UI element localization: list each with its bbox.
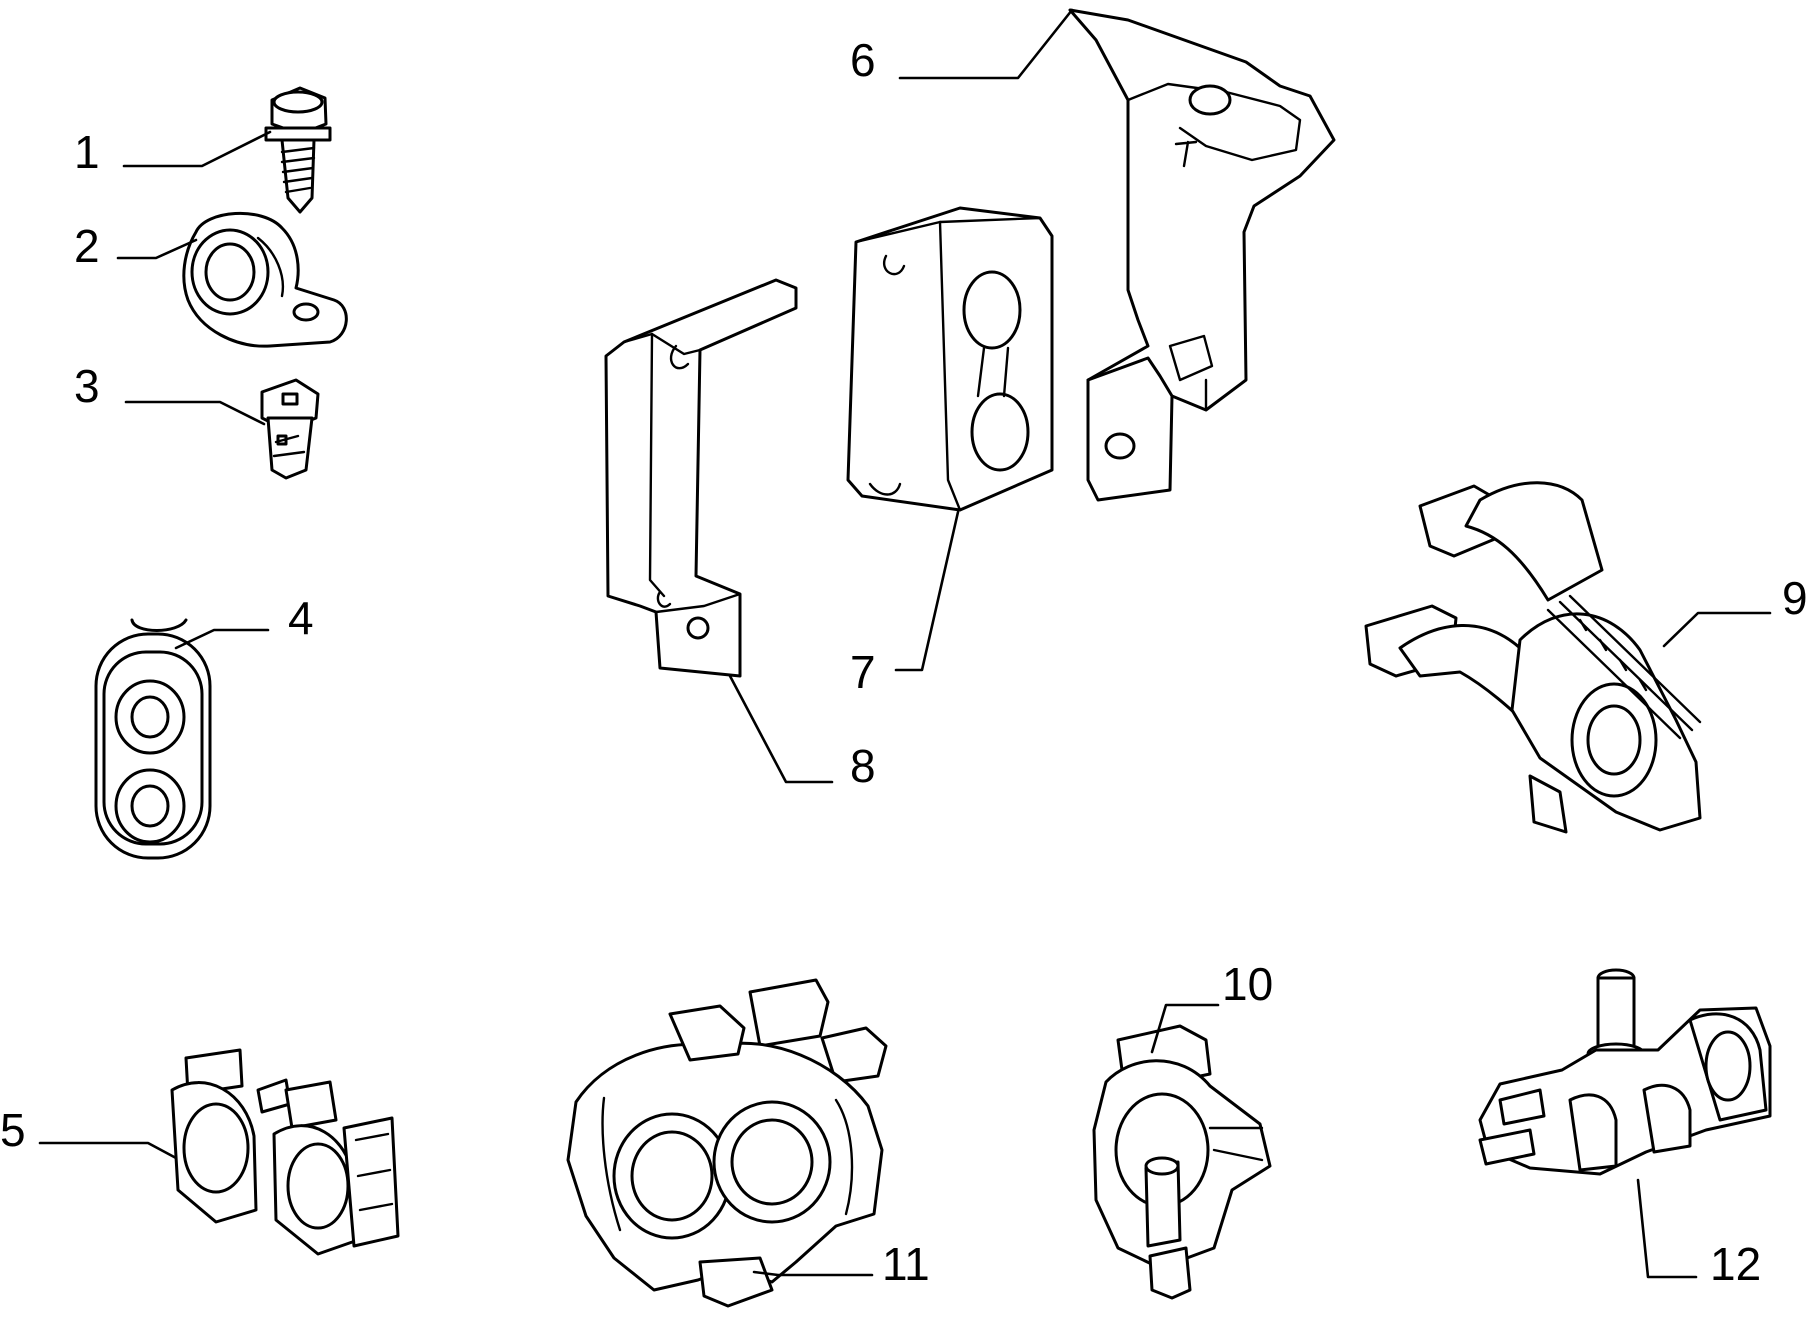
- callout-4: 4: [288, 592, 314, 644]
- leader-9: [1662, 611, 1772, 648]
- leader-8: [728, 674, 834, 784]
- part-5-double-clip: [170, 1048, 400, 1256]
- part-11-double-ring-clip: [566, 978, 888, 1308]
- leader-5: [38, 1141, 178, 1160]
- leader-12: [1636, 1178, 1698, 1279]
- leader-6: [898, 8, 1074, 80]
- leader-3: [124, 400, 266, 426]
- leader-2: [116, 238, 198, 260]
- callout-12: 12: [1710, 1238, 1761, 1290]
- leader-lines: [38, 8, 1772, 1279]
- callout-8: 8: [850, 740, 876, 792]
- part-9-large-clip: [1364, 481, 1702, 834]
- part-4-grommet: [94, 618, 212, 860]
- callout-11: 11: [882, 1238, 930, 1290]
- part-1-screw: [264, 86, 332, 214]
- callout-3: 3: [74, 360, 100, 412]
- leader-1: [122, 130, 272, 168]
- part-2-p-clip: [182, 211, 348, 348]
- part-8-c-bracket: [604, 278, 798, 678]
- callout-10: 10: [1222, 958, 1273, 1010]
- callout-1: 1: [74, 126, 100, 178]
- leader-4: [174, 628, 270, 650]
- leader-7: [894, 510, 960, 672]
- callout-9: 9: [1782, 572, 1808, 624]
- callout-labels: 1 2 3 4 5 6 7 8 9 10 11 12: [0, 34, 1808, 1290]
- part-12-pin-clip: [1478, 968, 1772, 1176]
- part-6-angle-bracket: [1068, 8, 1336, 502]
- part-7-rect-grommet: [846, 206, 1054, 512]
- callout-7: 7: [850, 646, 876, 698]
- part-3-clip-nut: [260, 378, 320, 480]
- leader-10: [1150, 1003, 1220, 1054]
- callout-5: 5: [0, 1104, 26, 1156]
- callout-2: 2: [74, 220, 100, 272]
- leader-11: [752, 1270, 874, 1277]
- callout-6: 6: [850, 34, 876, 86]
- part-10-small-clip: [1092, 1024, 1272, 1300]
